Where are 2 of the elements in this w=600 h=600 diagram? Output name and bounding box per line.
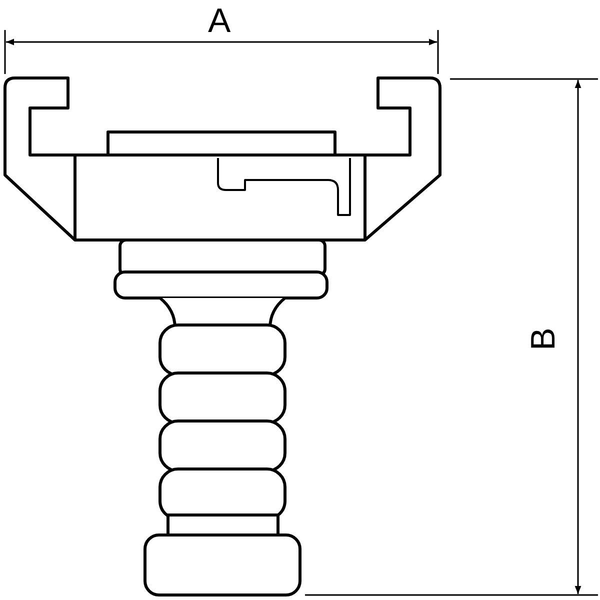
dimension-label: B xyxy=(526,328,560,350)
dimension-label: A xyxy=(208,4,231,38)
